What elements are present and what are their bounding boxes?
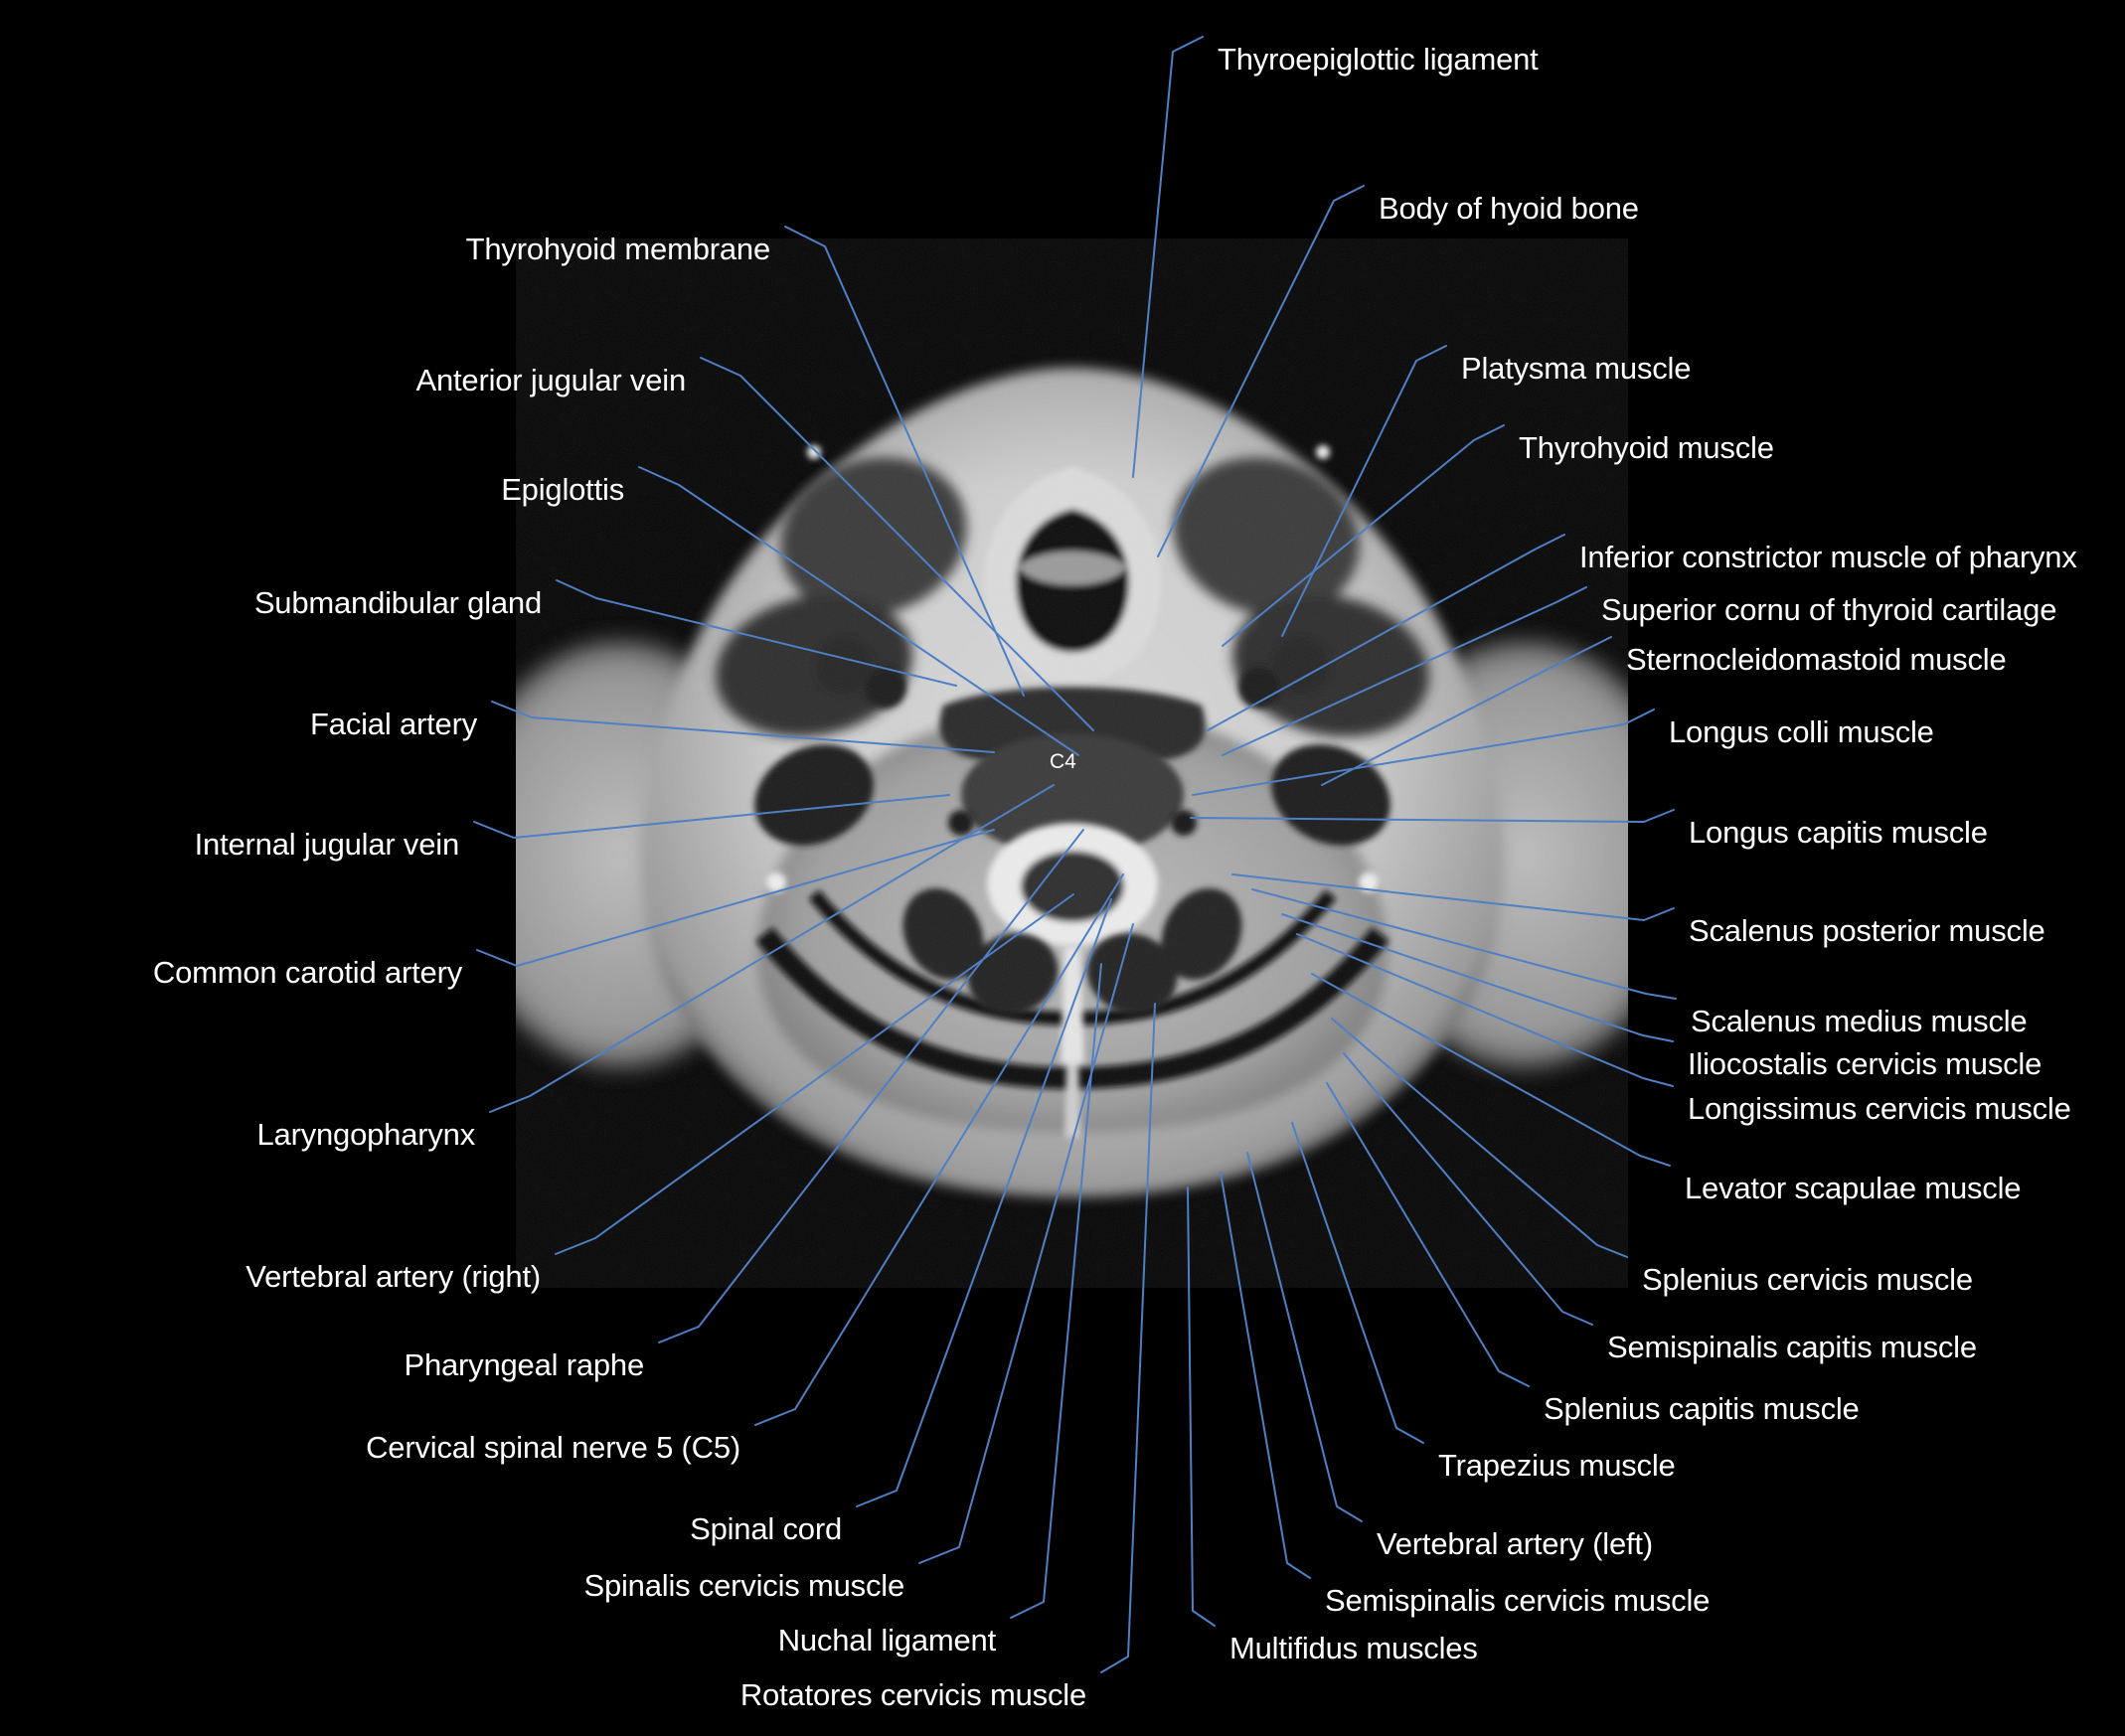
label-internal-jugular-vein[interactable]: Internal jugular vein [194,827,460,862]
label-semispinalis-cervicis-muscle[interactable]: Semispinalis cervicis muscle [1325,1583,1711,1618]
label-levator-scapulae-muscle[interactable]: Levator scapulae muscle [1685,1171,2022,1205]
label-laryngopharynx[interactable]: Laryngopharynx [256,1117,475,1152]
label-body-of-hyoid-bone[interactable]: Body of hyoid bone [1379,191,1639,226]
label-spinal-cord[interactable]: Spinal cord [690,1511,842,1546]
label-iliocostalis-cervicis-muscle[interactable]: Iliocostalis cervicis muscle [1688,1046,2043,1081]
label-semispinalis-capitis-muscle[interactable]: Semispinalis capitis muscle [1607,1330,1977,1364]
label-inferior-constrictor-muscle[interactable]: Inferior constrictor muscle of pharynx [1579,540,2077,574]
label-trapezius-muscle[interactable]: Trapezius muscle [1438,1448,1676,1483]
label-nuchal-ligament[interactable]: Nuchal ligament [777,1623,996,1657]
label-scalenus-medius-muscle[interactable]: Scalenus medius muscle [1691,1004,2028,1038]
label-longus-colli-muscle[interactable]: Longus colli muscle [1669,714,1934,749]
label-pharyngeal-raphe[interactable]: Pharyngeal raphe [404,1347,644,1382]
label-multifidus-muscles[interactable]: Multifidus muscles [1229,1631,1478,1665]
label-epiglottis[interactable]: Epiglottis [501,472,624,507]
vertebra-level-tag: C4 [1050,750,1076,773]
label-thyrohyoid-muscle[interactable]: Thyrohyoid muscle [1519,430,1774,465]
label-common-carotid-artery[interactable]: Common carotid artery [152,955,462,990]
label-rotatores-cervicis-muscle[interactable]: Rotatores cervicis muscle [739,1677,1086,1712]
label-platysma-muscle[interactable]: Platysma muscle [1461,351,1692,386]
label-splenius-capitis-muscle[interactable]: Splenius capitis muscle [1544,1391,1860,1426]
label-vertebral-artery-right[interactable]: Vertebral artery (right) [245,1259,541,1294]
label-thyrohyoid-membrane[interactable]: Thyrohyoid membrane [465,232,771,266]
label-thyroepiglottic-ligament[interactable]: Thyroepiglottic ligament [1218,42,1539,77]
label-sternocleidomastoid-muscle[interactable]: Sternocleidomastoid muscle [1626,642,2007,677]
label-longus-capitis-muscle[interactable]: Longus capitis muscle [1689,815,1988,850]
label-vertebral-artery-left[interactable]: Vertebral artery (left) [1377,1526,1653,1561]
label-submandibular-gland[interactable]: Submandibular gland [253,585,542,620]
label-spinalis-cervicis-muscle[interactable]: Spinalis cervicis muscle [583,1568,904,1603]
label-superior-cornu-thyroid-cartilage[interactable]: Superior cornu of thyroid cartilage [1601,592,2057,627]
label-cervical-spinal-nerve-5[interactable]: Cervical spinal nerve 5 (C5) [366,1430,740,1465]
label-facial-artery[interactable]: Facial artery [310,707,477,741]
label-longissimus-cervicis-muscle[interactable]: Longissimus cervicis muscle [1688,1091,2071,1126]
label-splenius-cervicis-muscle[interactable]: Splenius cervicis muscle [1642,1262,1973,1297]
label-scalenus-posterior-muscle[interactable]: Scalenus posterior muscle [1689,913,2045,948]
label-anterior-jugular-vein[interactable]: Anterior jugular vein [415,363,686,397]
